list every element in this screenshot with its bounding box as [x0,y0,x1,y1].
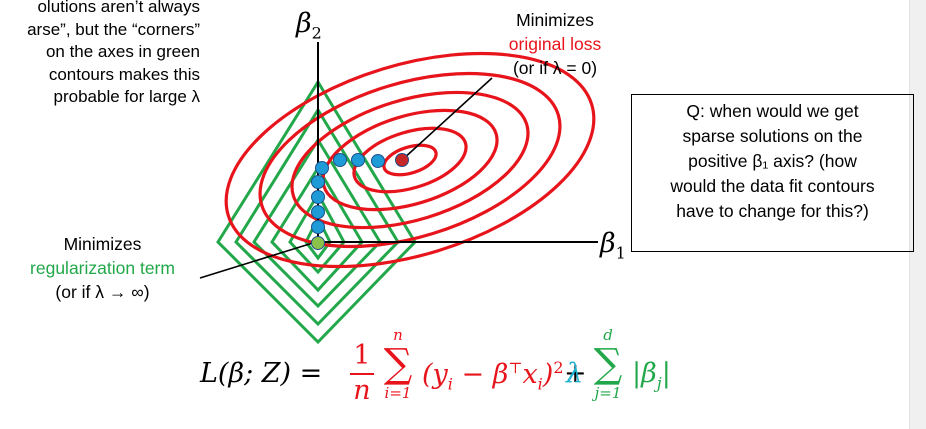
fraction-numerator: 1 [353,340,371,371]
note-line: arse”, but the “corners” [27,19,200,39]
question-box: Q: when would we get sparse solutions on… [631,94,914,252]
note-line: contours makes this [48,64,200,84]
question-line: have to change for this?) [676,201,869,221]
top-left-note: olutions aren’t always arse”, but the “c… [0,0,200,109]
objective-formula: L(β; Z) = 1 n n ∑ i=1 (yi − β⊤xi)2 + λ d… [200,326,720,425]
sum-upper: n [393,326,403,344]
minimizes-original-loss-label: Minimizes original loss (or if λ = 0) [470,8,640,80]
reg-sum: d ∑ j=1 [586,326,630,402]
sigma-symbol: ∑ [383,341,413,387]
beta1-axis-label: β1 [600,228,626,263]
reg-term: |βj| [632,358,671,393]
label-line: Minimizes [516,10,594,30]
sum-lower: j=1 [594,384,622,402]
note-line: on the axes in green [45,42,200,61]
sum-upper: d [603,326,613,344]
plus-sign: + [564,358,587,389]
label-line: Minimizes [63,234,142,254]
lambda-symbol: λ [566,358,584,389]
sigma-symbol: ∑ [593,341,623,387]
sum-lower: i=1 [384,384,412,402]
question-line: Q: when would we get [686,101,859,121]
solution-path-dots [311,153,409,250]
beta2-axis-label: β2 [296,8,322,43]
note-line: probable for large λ [53,87,200,106]
note-line: olutions aren’t always [37,0,200,16]
loss-contours [224,51,596,269]
minimizes-regularization-label: Minimizes regularization term (or if λ →… [0,232,205,304]
loss-sum: n ∑ i=1 [376,326,420,402]
fraction-denominator: n [353,375,371,406]
pointer-lines [199,77,493,279]
question-line: sparse solutions on the [682,126,863,146]
label-line: (or if λ → ∞) [55,282,150,302]
label-line-highlight: regularization term [30,258,175,278]
formula-fraction: 1 n [350,340,374,406]
question-line: would the data fit contours [670,176,875,196]
question-line: positive β₁ axis? (how [688,151,857,171]
label-line: (or if λ = 0) [512,58,598,78]
loss-term: (yi − β⊤xi)2 [422,358,564,394]
formula-lhs: L(β; Z) = [200,358,323,389]
label-line-highlight: original loss [508,34,602,54]
